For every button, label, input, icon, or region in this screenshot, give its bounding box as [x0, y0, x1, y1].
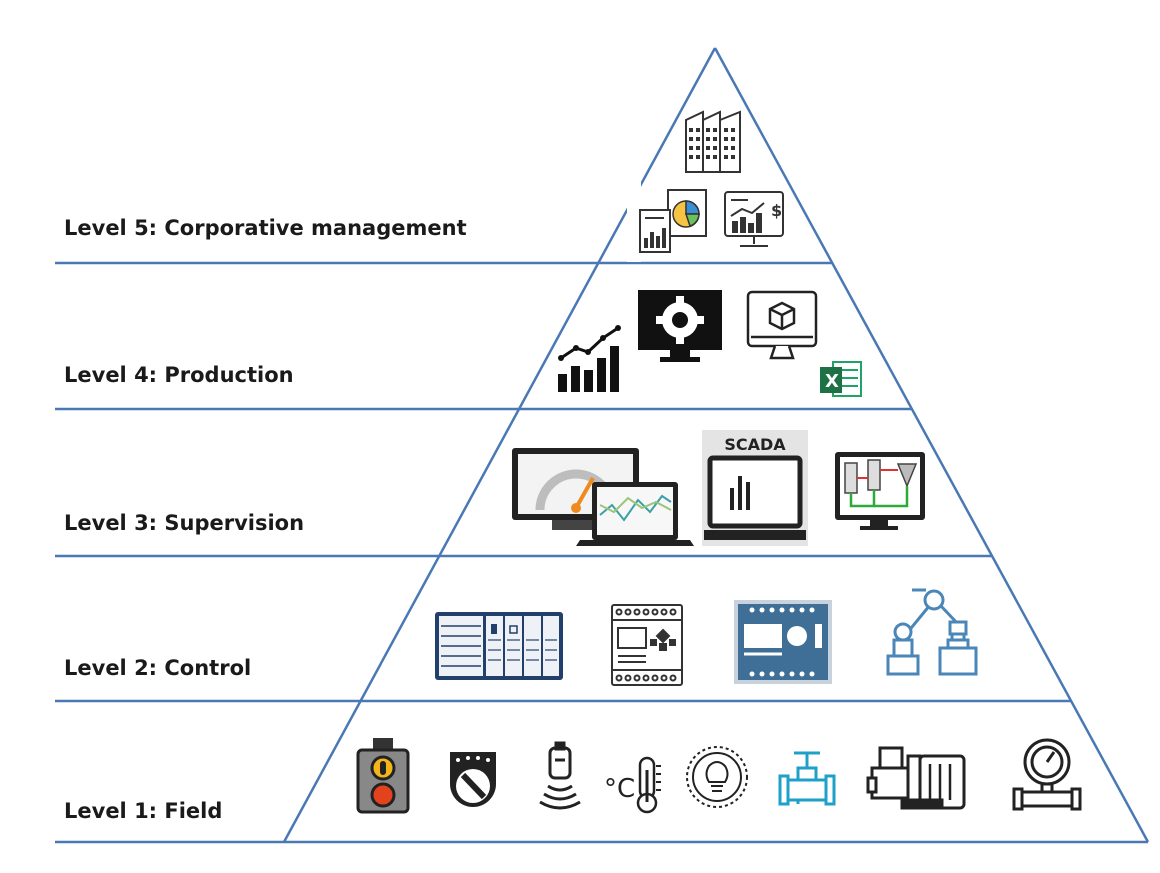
- thermometer-unit: °C: [604, 774, 635, 804]
- excel-letter: X: [825, 371, 839, 392]
- pyramid-left-edge: [282, 47, 717, 843]
- level-4-label: Level 4: Production: [64, 363, 294, 387]
- cube-monitor-icon: [746, 290, 818, 360]
- control-board-icon: [734, 600, 832, 684]
- level-1-label: Level 1: Field: [64, 799, 223, 823]
- level-3-label: Level 3: Supervision: [64, 511, 305, 535]
- level-2-label: Level 2: Control: [64, 656, 252, 680]
- gauge-monitors-icon: [512, 448, 694, 546]
- factory-buildings-icon: [685, 110, 741, 173]
- excel-icon: X: [820, 361, 862, 397]
- gear-monitor-icon: [638, 290, 722, 362]
- motor-icon: [866, 746, 966, 810]
- pressure-gauge-icon: [1012, 738, 1082, 811]
- valve-icon: [778, 751, 836, 806]
- light-sensor-icon: [686, 746, 748, 808]
- scada-laptop-icon: SCADA: [702, 430, 808, 546]
- financial-dashboard-icon: $: [724, 191, 784, 247]
- logic-controller-icon: [611, 604, 683, 686]
- svg-text:$: $: [771, 201, 782, 220]
- growth-chart-icon: [558, 325, 621, 392]
- reports-pie-chart-icon: [639, 189, 707, 253]
- pyramid-lines: [55, 47, 1150, 844]
- scada-label: SCADA: [724, 435, 786, 454]
- pyramid-right-edge: [713, 47, 1150, 843]
- plc-rack-icon: [435, 612, 563, 680]
- proximity-sensor-icon: [539, 741, 581, 810]
- process-monitor-icon: [835, 452, 925, 530]
- level-5-label: Level 5: Corporative management: [64, 216, 467, 240]
- robot-arm-icon: [886, 588, 978, 676]
- thermometer-icon: °C: [604, 756, 661, 814]
- edge-gap: [627, 180, 641, 262]
- push-button-station-icon: [356, 738, 410, 814]
- selector-switch-icon: [450, 752, 496, 807]
